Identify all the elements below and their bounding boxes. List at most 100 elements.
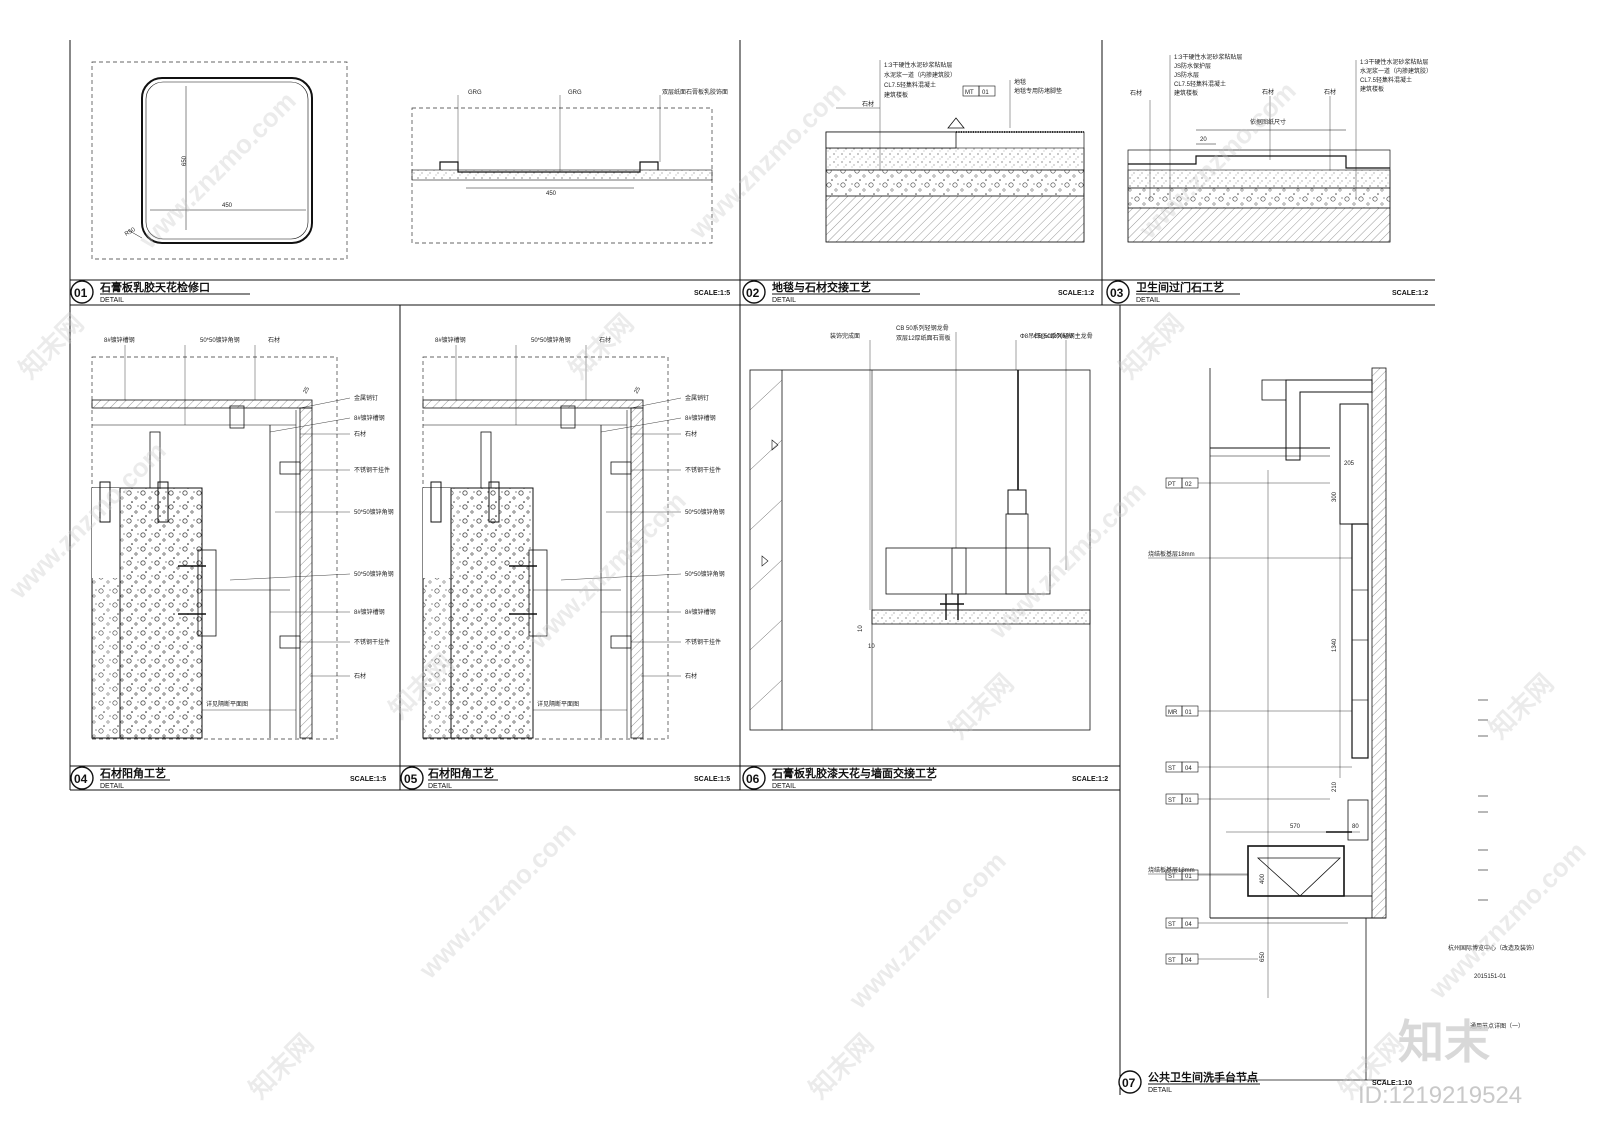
p04-right-3: 石材 [354, 430, 366, 438]
side-info: 杭州国际博览中心（改造及装饰） 2015151-01 通用节点详图（一） [1448, 699, 1538, 1030]
p07-dim-650: 650 [1260, 951, 1266, 962]
p07-tag-code: PT [1168, 482, 1176, 488]
p07-tag-num: 04 [1185, 766, 1192, 772]
p04-right-6: 50*50镀锌角钢 [354, 570, 394, 578]
p07-tag-2: MR 01 [1165, 705, 1352, 717]
p07-tag-num: 01 [1185, 710, 1192, 716]
p05-top-2: 50*50镀锌角钢 [531, 336, 571, 344]
p03-stone-left: 石材 [1130, 89, 1142, 97]
title-04-scale: SCALE:1:5 [350, 776, 386, 783]
p03-dim-20: 20 [1200, 137, 1207, 143]
title-block-04: 04 石材阳角工艺 DETAIL SCALE:1:5 [70, 766, 386, 790]
panel-01-drawing: 650 450 R50 450 GRG GRG 双层纸面石膏板乳胶饰面 [91, 61, 728, 260]
p07-tag-code: ST [1168, 958, 1176, 964]
panel-05-drawing: 8#镀锌槽钢 50*50镀锌角钢 石材 25 金属销钉 8#镀锌槽钢 石材 不锈… [422, 336, 725, 740]
p06-dim-2: 10 [868, 644, 875, 650]
title-07-main: 公共卫生间洗手台节点 [1148, 1070, 1258, 1084]
panel-02-drawing: 石材 1:3干硬性水泥砂浆粘贴层 水泥浆一道（内掺建筑胶） CL7.5轻集料混凝… [825, 60, 1085, 243]
p05-right-5: 50*50镀锌角钢 [685, 508, 725, 516]
p07-dim-570: 570 [1290, 824, 1301, 830]
p03-dim-label: 依据图纸尺寸 [1250, 118, 1286, 126]
p03-stone-right: 石材 [1324, 88, 1336, 96]
p03-left-1: 1:3干硬性水泥砂浆粘贴层 [1174, 53, 1242, 61]
p02-pad-label: 地毯专用防堵脚垫 [1014, 87, 1062, 95]
title-05-main: 石材阳角工艺 [427, 766, 494, 780]
title-02-main: 地毯与石材交接工艺 [772, 280, 871, 294]
p05-top-1: 8#镀锌槽钢 [435, 336, 466, 344]
p03-stone-mid: 石材 [1262, 88, 1274, 96]
p07-label-board-1: 烧结板基层18mm [1148, 550, 1195, 558]
panel-03-drawing: 依据图纸尺寸 20 1:3干硬性水泥砂浆粘贴层 JS防水保护层 JS防水层 CL… [1127, 53, 1432, 243]
p02-stone-label: 石材 [862, 100, 874, 108]
p04-right-4: 不锈钢干挂件 [354, 466, 390, 474]
watermark-site-9: www.znzmo.com [1422, 836, 1591, 1005]
watermark-cn-9: 知末网 [1333, 1028, 1409, 1104]
p01-label-gypsum: 双层纸面石膏板乳胶饰面 [662, 88, 728, 96]
watermark-cn-2: 知末网 [563, 308, 639, 384]
p03-left-2: JS防水保护层 [1174, 62, 1211, 70]
p07-dim-300: 300 [1332, 491, 1338, 502]
p04-right-7: 8#镀锌槽钢 [354, 608, 385, 616]
title-07-scale: SCALE:1:10 [1372, 1080, 1412, 1087]
title-03-scale: SCALE:1:2 [1392, 290, 1428, 297]
title-01-sub: DETAIL [100, 297, 124, 304]
p03-left-5: 建筑楼板 [1174, 89, 1198, 97]
watermark-site-7: www.znzmo.com [412, 816, 581, 985]
watermark-cn-3: 知末网 [1113, 308, 1189, 384]
p05-right-9: 石材 [685, 672, 697, 680]
title-01-main: 石膏板乳胶天花检修口 [99, 280, 210, 294]
p04-right-5: 50*50镀锌角钢 [354, 508, 394, 516]
title-block-07: 07 公共卫生间洗手台节点 DETAIL SCALE:1:10 [1118, 1070, 1412, 1094]
p07-dim-210: 210 [1332, 781, 1338, 792]
p05-right-6: 50*50镀锌角钢 [685, 570, 725, 578]
p07-tag-num: 01 [1185, 874, 1192, 880]
p07-tag-code: MR [1168, 710, 1178, 716]
title-07-sub: DETAIL [1148, 1087, 1172, 1094]
p03-left-4: CL7.5轻集料混凝土 [1174, 80, 1226, 88]
p02-label-4: 建筑楼板 [884, 91, 908, 99]
sheet-grid [69, 40, 1435, 1095]
watermark-cn-6: 知末网 [1483, 668, 1559, 744]
p06-label-finish: 装饰完成面 [830, 332, 860, 340]
p04-top-1: 8#镀锌槽钢 [104, 336, 135, 344]
p04-right-9: 石材 [354, 672, 366, 680]
p05-top-3: 石材 [599, 336, 611, 344]
title-04-main: 石材阳角工艺 [99, 766, 166, 780]
p04-top-2: 50*50镀锌角钢 [200, 336, 240, 344]
p07-tag-code: ST [1168, 874, 1176, 880]
title-06-scale: SCALE:1:2 [1072, 776, 1108, 783]
title-01-num: 01 [74, 286, 88, 300]
title-05-num: 05 [404, 772, 418, 786]
p07-tag-5: ST 01 [1165, 869, 1248, 881]
title-04-sub: DETAIL [100, 783, 124, 790]
p03-right-3: CL7.5轻集料混凝土 [1360, 76, 1412, 84]
title-02-sub: DETAIL [772, 297, 796, 304]
p06-label-board: 双层12厚纸面石膏板 [896, 334, 951, 342]
panel-06-drawing: 装饰完成面 CB 50系列轻钢龙骨 双层12厚纸面石膏板 Φ8吊杆@≤1200M… [749, 324, 1093, 731]
watermark-site-1: www.znzmo.com [132, 86, 301, 255]
watermark-site-8: www.znzmo.com [842, 846, 1011, 1015]
p07-dim-400: 400 [1260, 873, 1266, 884]
p04-right-1: 金属销钉 [354, 394, 378, 402]
p06-label-keel: CB 50系列轻钢龙骨 [896, 324, 949, 332]
p01-dim-bottom: 450 [546, 191, 557, 197]
p05-right-8: 不锈钢干挂件 [685, 638, 721, 646]
p01-dim-width: 450 [222, 203, 233, 209]
p04-right-8: 不锈钢干挂件 [354, 638, 390, 646]
side-project: 杭州国际博览中心（改造及装饰） [1448, 944, 1538, 952]
panel-04-drawing: 8#镀锌槽钢 50*50镀锌角钢 石材 25 金属销钉 8#镀锌槽钢 石材 不锈… [91, 336, 394, 740]
title-block-01: 01 石膏板乳胶天花检修口 DETAIL SCALE:1:5 [70, 280, 730, 304]
p01-label-grg-2: GRG [568, 90, 582, 96]
title-block-03: 03 卫生间过门石工艺 DETAIL SCALE:1:2 [1106, 280, 1428, 304]
p02-label-2: 水泥浆一道（内掺建筑胶） [884, 71, 956, 79]
p04-dim: 25 [303, 386, 312, 395]
p07-dim-80: 80 [1352, 824, 1359, 830]
title-01-scale: SCALE:1:5 [694, 290, 730, 297]
p03-left-3: JS防水层 [1174, 71, 1199, 79]
